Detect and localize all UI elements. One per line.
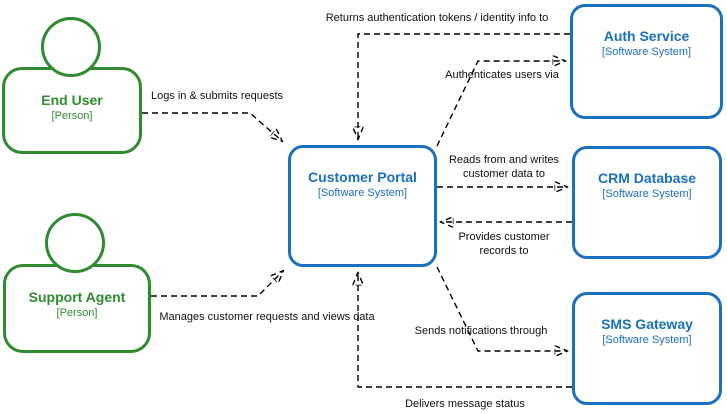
label-delivers-status: Delivers message status [405, 398, 525, 410]
customer-portal-type: [Software System] [317, 187, 408, 199]
auth-service-type: [Software System] [601, 46, 692, 58]
sms-gateway-type: [Software System] [602, 334, 692, 346]
node-auth-service: Auth Service [Software System] [570, 4, 723, 119]
node-end-user: End User [Person] [2, 67, 142, 154]
label-reads-writes: Reads from and writes customer data to [434, 153, 574, 181]
label-logs-in: Logs in & submits requests [150, 90, 284, 102]
node-sms-gateway: SMS Gateway [Software System] [572, 292, 722, 405]
support-agent-name: Support Agent [28, 289, 126, 305]
edge-authenticates [436, 61, 565, 147]
edge-manages [151, 271, 283, 297]
node-crm-database: CRM Database [Software System] [572, 146, 722, 259]
node-support-agent: Support Agent [Person] [3, 264, 151, 353]
edge-logs-in [142, 112, 282, 141]
edge-sends-notifications [436, 266, 567, 351]
crm-database-type: [Software System] [602, 188, 692, 200]
customer-portal-name: Customer Portal [308, 169, 417, 185]
support-agent-head-icon [45, 213, 105, 273]
auth-service-name: Auth Service [603, 28, 690, 44]
label-provides-records: Provides customer records to [434, 230, 574, 258]
label-authenticates: Authenticates users via [445, 69, 559, 81]
label-manages: Manages customer requests and views data [159, 311, 375, 323]
label-reads-writes-line2: customer data to [463, 168, 545, 180]
sms-gateway-name: SMS Gateway [601, 316, 693, 332]
crm-database-name: CRM Database [597, 170, 697, 186]
label-reads-writes-line1: Reads from and writes [448, 154, 560, 166]
label-returns-tokens: Returns authentication tokens / identity… [325, 12, 549, 24]
end-user-head-icon [41, 17, 101, 77]
end-user-type: [Person] [51, 110, 93, 122]
node-customer-portal: Customer Portal [Software System] [288, 145, 437, 267]
label-provides-records-line1: Provides customer [458, 231, 550, 243]
edge-returns-tokens [358, 33, 570, 139]
label-sends-notifications: Sends notifications through [414, 325, 548, 337]
support-agent-type: [Person] [56, 307, 98, 319]
edge-delivers-status [358, 273, 572, 388]
end-user-name: End User [41, 92, 103, 108]
label-provides-records-line2: records to [479, 245, 529, 257]
